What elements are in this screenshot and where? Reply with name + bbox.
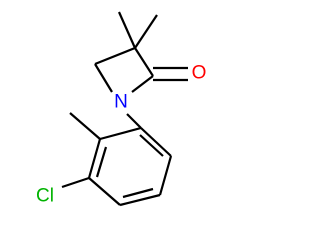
- bond-n-ch2: [94, 63, 113, 93]
- bond-aryl-methyl: [69, 112, 101, 140]
- bond-co-n: [131, 75, 154, 93]
- bond-ring-2: [87, 138, 102, 179]
- bond-ring-1: [99, 126, 142, 141]
- bond-ring-6: [140, 127, 172, 157]
- oxygen-atom-label: O: [192, 63, 207, 84]
- bond-aromatic-inner-2: [122, 187, 154, 199]
- bond-aromatic-inner-1: [95, 146, 108, 178]
- bond-cq-co: [134, 47, 154, 77]
- nitrogen-atom-label: N: [114, 92, 128, 113]
- bond-n-aryl: [126, 113, 142, 129]
- chlorine-atom-label: Cl: [36, 186, 54, 207]
- bond-ring-5: [158, 155, 173, 196]
- bond-c-cl: [61, 176, 90, 189]
- bond-ring-3: [88, 177, 121, 206]
- molecule-structure-diagram: O N Cl: [36, 11, 207, 207]
- bond-ch2-cq: [94, 46, 136, 66]
- bond-methyl-1: [117, 11, 137, 49]
- bond-methyl-2: [134, 14, 158, 49]
- bond-ring-4: [119, 193, 161, 207]
- bond-aromatic-inner-3: [139, 134, 164, 157]
